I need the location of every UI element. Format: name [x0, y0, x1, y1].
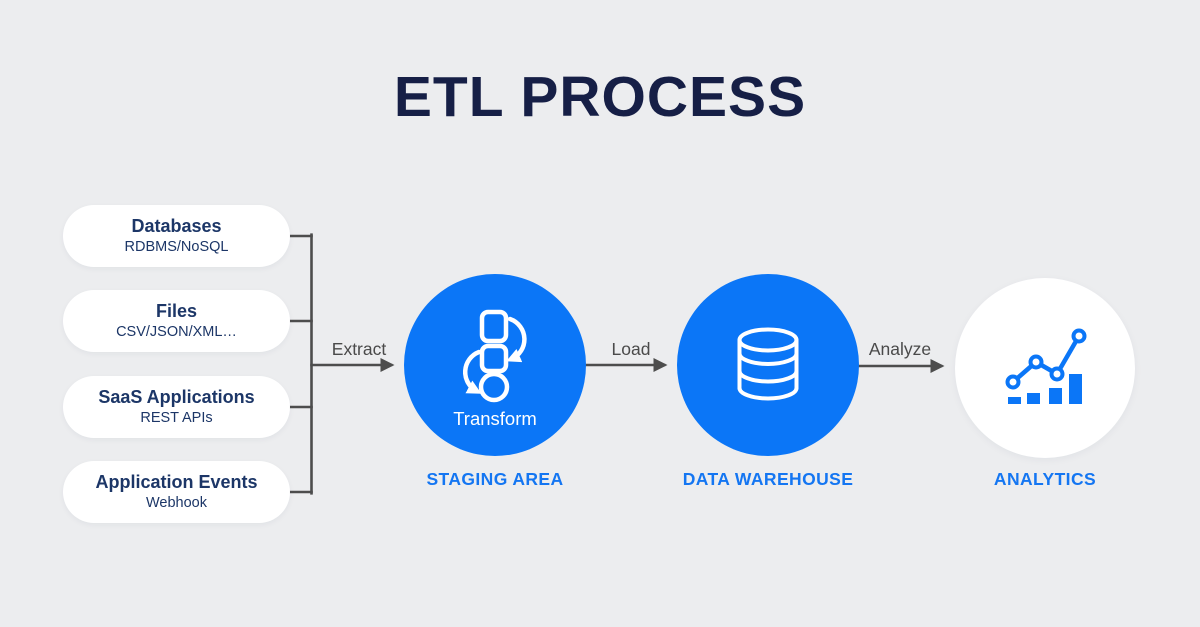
stage-label-staging-area: STAGING AREA	[426, 469, 564, 489]
source-detail: Webhook	[146, 495, 207, 511]
staging-area-node: Transform	[404, 274, 586, 456]
source-detail: RDBMS/NoSQL	[124, 239, 229, 255]
stage-label-analytics: ANALYTICS	[993, 469, 1097, 489]
source-name: Application Events	[95, 472, 258, 492]
page-title: ETL PROCESS	[393, 65, 807, 129]
source-name: SaaS Applications	[98, 387, 255, 407]
source-pill-databases: Databases RDBMS/NoSQL	[63, 205, 290, 267]
bar-line-chart-icon	[1005, 328, 1087, 404]
transform-label: Transform	[453, 408, 537, 429]
flow-label-load: Load	[611, 339, 651, 359]
transform-cycle-icon	[463, 309, 527, 403]
database-icon	[737, 327, 799, 401]
source-detail: CSV/JSON/XML…	[116, 324, 237, 340]
data-warehouse-node	[677, 274, 859, 456]
stage-label-data-warehouse: DATA WAREHOUSE	[682, 469, 854, 489]
analytics-node	[955, 278, 1135, 458]
flow-label-analyze: Analyze	[868, 339, 932, 359]
flow-label-extract: Extract	[331, 339, 387, 359]
source-name: Databases	[131, 216, 222, 236]
source-pill-saas-applications: SaaS Applications REST APIs	[63, 376, 290, 438]
source-pill-application-events: Application Events Webhook	[63, 461, 290, 523]
source-pill-files: Files CSV/JSON/XML…	[63, 290, 290, 352]
source-detail: REST APIs	[140, 410, 213, 426]
source-name: Files	[155, 301, 198, 321]
